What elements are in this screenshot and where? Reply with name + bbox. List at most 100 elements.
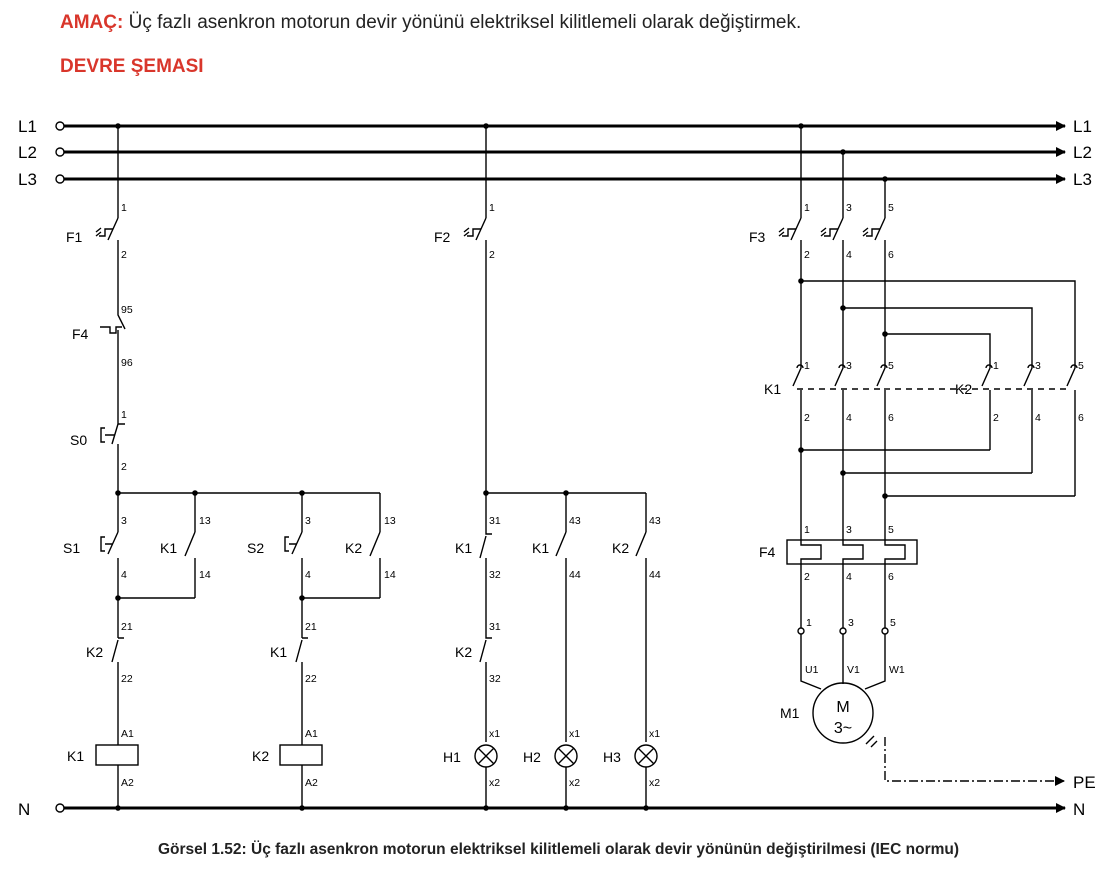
pin: 3 xyxy=(846,360,852,372)
terminal-U1: U1 xyxy=(805,664,819,676)
label-S0: S0 xyxy=(70,432,87,448)
pin: A1 xyxy=(121,728,134,740)
control-branch-k2: S2 3 4 K2 13 14 K1 21 22 K2 A1 A2 xyxy=(247,515,396,808)
label-M1: M1 xyxy=(780,705,800,721)
pin: 22 xyxy=(121,673,133,685)
terminal-V1: V1 xyxy=(847,664,860,676)
coil-K1 xyxy=(95,744,139,766)
pin: 4 xyxy=(846,412,852,424)
pin: 3 xyxy=(121,515,127,527)
pin: 2 xyxy=(804,571,810,583)
aim-row: AMAÇ: Üç fazlı asenkron motorun devir yö… xyxy=(60,10,1100,36)
pin: 3 xyxy=(305,515,311,527)
pin: 6 xyxy=(888,412,894,424)
bus-label-L1-right: L1 xyxy=(1073,117,1092,136)
label-K1-main: K1 xyxy=(764,381,781,397)
label-S1: S1 xyxy=(63,540,80,556)
wire-k2-in-1 xyxy=(801,280,1076,365)
label-K1-coil: K1 xyxy=(67,748,84,764)
bus-label-N-left: N xyxy=(18,800,30,819)
pin: 5 xyxy=(1078,360,1084,372)
pin: A2 xyxy=(305,777,318,789)
label-K1-43-44: K1 xyxy=(532,540,549,556)
bus-terminal-L3 xyxy=(55,174,65,184)
contact-K2-13-14 xyxy=(369,528,381,598)
bus-terminal-L1 xyxy=(55,121,65,131)
schema-title: DEVRE ŞEMASI xyxy=(60,56,204,77)
bus-terminal-N xyxy=(55,803,65,813)
pin: A1 xyxy=(305,728,318,740)
pin: 4 xyxy=(1035,412,1041,424)
pin: 31 xyxy=(489,621,501,633)
pin: 44 xyxy=(569,569,581,581)
bus-label-L2-right: L2 xyxy=(1073,143,1092,162)
label-F3: F3 xyxy=(749,229,766,245)
pin: 96 xyxy=(121,357,133,369)
bus-label-L2-left: L2 xyxy=(18,143,37,162)
pin: 6 xyxy=(888,571,894,583)
pin: 1 xyxy=(804,524,810,536)
coil-K2 xyxy=(279,744,323,766)
contact-K2-43-44 xyxy=(635,528,647,742)
bus-label-L3-left: L3 xyxy=(18,170,37,189)
pin: 1 xyxy=(804,202,810,214)
pin: 14 xyxy=(199,569,211,581)
pin: x2 xyxy=(569,777,580,789)
label-PE: PE xyxy=(1073,773,1096,792)
wire-k2-in-2 xyxy=(843,307,1033,365)
protective-earth xyxy=(865,735,1065,786)
bus-label-L1-left: L1 xyxy=(18,117,37,136)
pin: 43 xyxy=(569,515,581,527)
label-H1: H1 xyxy=(443,749,461,765)
pin: 2 xyxy=(993,412,999,424)
label-K2-main: K2 xyxy=(955,381,972,397)
pin: 6 xyxy=(1078,412,1084,424)
wire-k2-in-3 xyxy=(885,333,991,365)
pin: 5 xyxy=(890,617,896,629)
interlock-K1-21-22 xyxy=(295,620,308,745)
pin: 13 xyxy=(384,515,396,527)
label-F2: F2 xyxy=(434,229,451,245)
motor-terminals xyxy=(797,627,889,690)
label-K2-interlock: K2 xyxy=(86,644,103,660)
pin: 31 xyxy=(489,515,501,527)
pin: 1 xyxy=(121,202,127,214)
pin: 3 xyxy=(1035,360,1041,372)
pin: 2 xyxy=(804,412,810,424)
pin: x2 xyxy=(649,777,660,789)
signal-lamp-circuit: F2 1 2 K1 31 32 K2 31 32 H1 x1 x2 xyxy=(434,126,661,808)
overload-contact-F4 xyxy=(100,305,126,412)
contact-K2-31-32 xyxy=(479,620,492,742)
aim-text: Üç fazlı asenkron motorun devir yönünü e… xyxy=(128,12,802,33)
bus-junction-dots xyxy=(115,123,888,811)
bus-label-N-right: N xyxy=(1073,800,1085,819)
motor-M1: M 3~ xyxy=(812,682,874,744)
pin: 32 xyxy=(489,673,501,685)
pin: 21 xyxy=(121,621,133,633)
contact-K1-13-14 xyxy=(184,528,196,598)
label-K2-coil: K2 xyxy=(252,748,269,764)
label-H2: H2 xyxy=(523,749,541,765)
pin: 1 xyxy=(804,360,810,372)
pin: 1 xyxy=(121,409,127,421)
label-K1-selfhold: K1 xyxy=(160,540,177,556)
pin: 3 xyxy=(848,617,854,629)
fuse-F1 xyxy=(95,217,119,305)
interlock-K2-21-22 xyxy=(111,620,124,745)
motor-letter: M xyxy=(836,699,849,716)
figure-caption: Görsel 1.52: Üç fazlı asenkron motorun e… xyxy=(157,841,960,858)
pin: 4 xyxy=(846,571,852,583)
label-K2-selfhold: K2 xyxy=(345,540,362,556)
main-contacts-K1 xyxy=(792,364,888,435)
pin: 2 xyxy=(489,249,495,261)
pin: 5 xyxy=(888,360,894,372)
label-F1: F1 xyxy=(66,229,83,245)
pin: A2 xyxy=(121,777,134,789)
label-K2-43-44: K2 xyxy=(612,540,629,556)
label-K1-31-32: K1 xyxy=(455,540,472,556)
pin: 2 xyxy=(804,249,810,261)
start-button-S2 xyxy=(284,528,303,620)
bus-label-L3-right: L3 xyxy=(1073,170,1092,189)
pin: 14 xyxy=(384,569,396,581)
contact-K1-31-32 xyxy=(479,528,492,620)
